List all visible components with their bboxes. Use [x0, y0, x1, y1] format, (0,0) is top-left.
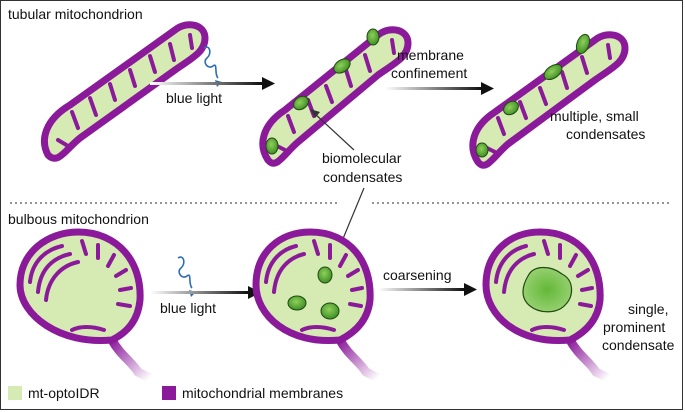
- single-label-line3: condensate: [602, 337, 675, 353]
- bulbous-section-title: bulbous mitochondrion: [8, 211, 149, 227]
- tubular-mitochondrion-3: [469, 31, 629, 169]
- membrane-label-line2: confinement: [391, 65, 467, 81]
- condensate: [543, 63, 563, 81]
- legend-matrix-label: mt-optoIDR: [28, 385, 100, 401]
- arrow-right-icon: [385, 82, 494, 95]
- arrow-right-icon: [150, 286, 261, 299]
- condensate: [522, 266, 573, 313]
- condensate: [503, 100, 519, 116]
- legend: mt-optoIDR mitochondrial membranes: [8, 385, 343, 401]
- tubular-section-title: tubular mitochondrion: [8, 6, 143, 22]
- legend-swatch-matrix: [8, 386, 22, 400]
- condensate: [475, 142, 489, 158]
- condensate: [320, 302, 340, 320]
- multiple-label-line1: multiple, small: [550, 108, 639, 124]
- single-label-line1: single,: [628, 301, 668, 317]
- legend-membrane-label: mitochondrial membranes: [182, 385, 343, 401]
- bulbous-mitochondrion-3: [482, 228, 613, 383]
- bulbous-mitochondrion-2: [252, 228, 383, 383]
- arrow-right-icon: [150, 77, 275, 90]
- bulbous-mitochondrion-1: [16, 228, 155, 383]
- blue-light-label-top: blue light: [166, 90, 222, 106]
- single-label-line2: prominent: [603, 319, 665, 335]
- condensate: [333, 58, 351, 74]
- legend-swatch-membrane: [162, 386, 176, 400]
- blue-light-label-bottom: blue light: [160, 300, 216, 316]
- callout-label-line2: condensates: [323, 169, 402, 185]
- blue-light-wave-icon: [203, 46, 219, 79]
- callout-label-line1: biomolecular: [322, 150, 402, 166]
- multiple-label-line2: condensates: [566, 126, 645, 142]
- condensate: [317, 266, 333, 284]
- condensate: [366, 28, 380, 46]
- condensate: [265, 137, 279, 155]
- tubular-mitochondrion-1: [41, 21, 209, 162]
- condensate: [575, 33, 591, 55]
- condensate: [287, 295, 307, 311]
- coarsening-label: coarsening: [383, 267, 452, 283]
- tubular-mitochondrion-2: [259, 26, 412, 167]
- membrane-label-line1: membrane: [397, 47, 464, 63]
- arrow-right-icon: [378, 283, 477, 296]
- condensate: [293, 95, 309, 111]
- blue-light-wave-icon: [177, 256, 193, 289]
